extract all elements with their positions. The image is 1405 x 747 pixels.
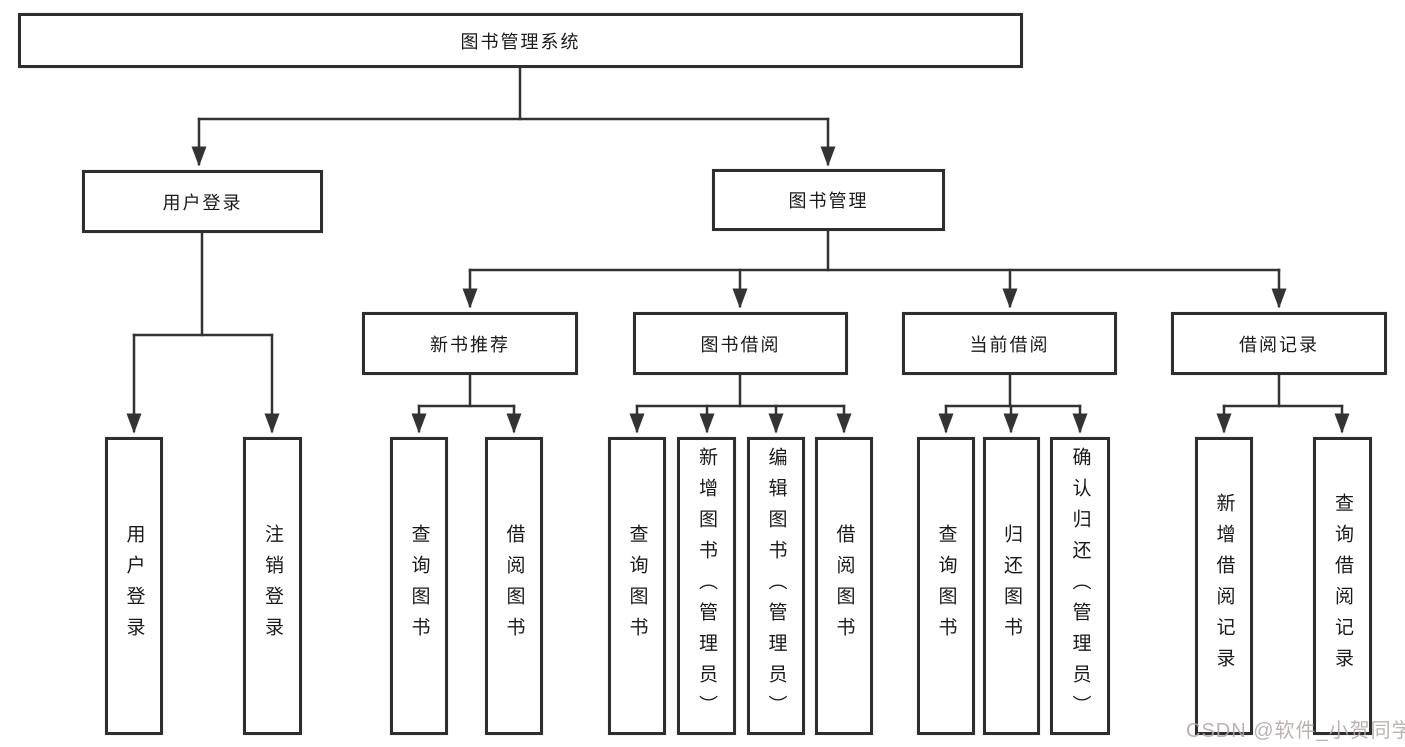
leaf-add-borrow-record-label: 新增借阅记录 [1213,493,1235,679]
leaf-query-books-borrow-label: 查询图书 [626,524,648,648]
leaf-query-books-current: 查询图书 [917,437,975,735]
leaf-add-borrow-record: 新增借阅记录 [1195,437,1253,735]
csdn-watermark: CSDN @软件_小贺同学 [1186,720,1405,742]
leaf-query-borrow-record: 查询借阅记录 [1313,437,1372,735]
node-current-borrow: 当前借阅 [902,312,1117,375]
connector-book-borrow-children [629,373,852,434]
leaf-return-book: 归还图书 [983,437,1040,735]
leaf-query-books-current-label: 查询图书 [935,524,957,648]
connector-book-mgmt-to-level2 [462,229,1287,309]
node-root-library-system: 图书管理系统 [18,13,1023,68]
leaf-query-borrow-record-label: 查询借阅记录 [1332,493,1353,679]
leaf-user-login: 用户登录 [105,437,163,735]
leaf-query-books-recommend-label: 查询图书 [408,524,430,648]
leaf-borrow-books: 借阅图书 [815,437,873,735]
connector-user-login-children [126,231,280,434]
leaf-add-book-admin-label: 新增图书（管理员） [696,446,717,726]
leaf-logout: 注销登录 [243,437,302,735]
leaf-add-book-admin: 新增图书（管理员） [677,437,736,735]
connector-new-book-children [411,373,522,434]
leaf-query-books-borrow: 查询图书 [608,437,666,735]
leaf-borrow-books-recommend-label: 借阅图书 [503,524,525,648]
leaf-confirm-return-admin-label: 确认归还（管理员） [1069,446,1091,726]
leaf-confirm-return-admin: 确认归还（管理员） [1050,437,1110,735]
node-book-borrow: 图书借阅 [633,312,848,375]
leaf-edit-book-admin-label: 编辑图书（管理员） [765,446,787,726]
node-new-book-recommend: 新书推荐 [362,312,578,375]
leaf-borrow-books-recommend: 借阅图书 [485,437,543,735]
leaf-edit-book-admin: 编辑图书（管理员） [747,437,805,735]
leaf-borrow-books-label: 借阅图书 [833,524,855,648]
node-borrow-record: 借阅记录 [1171,312,1387,375]
node-book-management: 图书管理 [712,169,945,231]
leaf-user-login-label: 用户登录 [123,524,145,648]
node-user-login: 用户登录 [82,170,323,233]
leaf-return-book-label: 归还图书 [1001,524,1022,648]
connector-current-borrow-children [938,373,1088,434]
connector-root-to-level1 [191,66,836,167]
leaf-query-books-recommend: 查询图书 [390,437,448,735]
connector-borrow-record-children [1216,373,1350,434]
leaf-logout-label: 注销登录 [262,524,283,648]
